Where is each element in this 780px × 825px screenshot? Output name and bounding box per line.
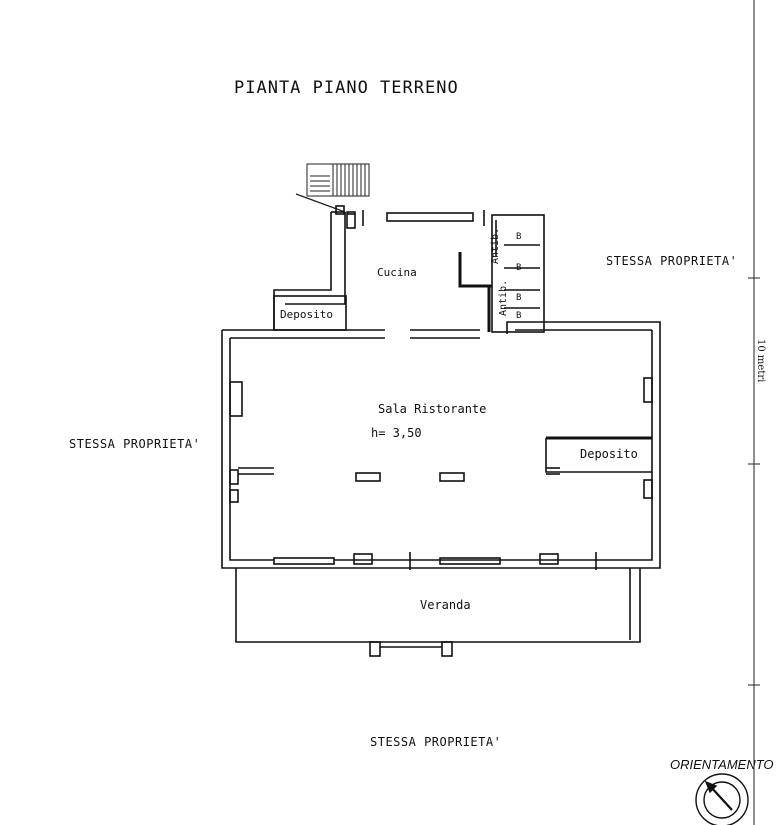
room-label-bath-3: B	[516, 293, 521, 303]
neighbor-label-west: STESSA PROPRIETA'	[69, 437, 201, 451]
orientation-label: ORIENTAMENTO	[670, 757, 774, 772]
plan-title: PIANTA PIANO TERRENO	[234, 78, 459, 98]
room-label-bath-2: B	[516, 263, 521, 273]
compass-icon	[695, 773, 749, 825]
room-label-deposito-right: Deposito	[580, 447, 638, 461]
staircase	[295, 163, 370, 213]
room-label-deposito-small: Deposito	[280, 308, 333, 321]
room-label-antibagno-2: Antib.	[498, 280, 509, 316]
room-label-veranda: Veranda	[420, 598, 471, 612]
room-label-antibagno-1: Antib.	[490, 228, 501, 264]
room-label-cucina: Cucina	[377, 266, 417, 279]
room-label-bath-4: B	[516, 311, 521, 321]
room-label-sala: Sala Ristorante	[378, 402, 486, 416]
room-height-label: h= 3,50	[371, 426, 422, 440]
building-walls	[221, 205, 661, 657]
neighbor-label-east: STESSA PROPRIETA'	[606, 254, 738, 268]
room-label-bath-1: B	[516, 232, 521, 242]
scale-bar	[748, 0, 760, 825]
neighbor-label-south: STESSA PROPRIETA'	[370, 735, 502, 749]
